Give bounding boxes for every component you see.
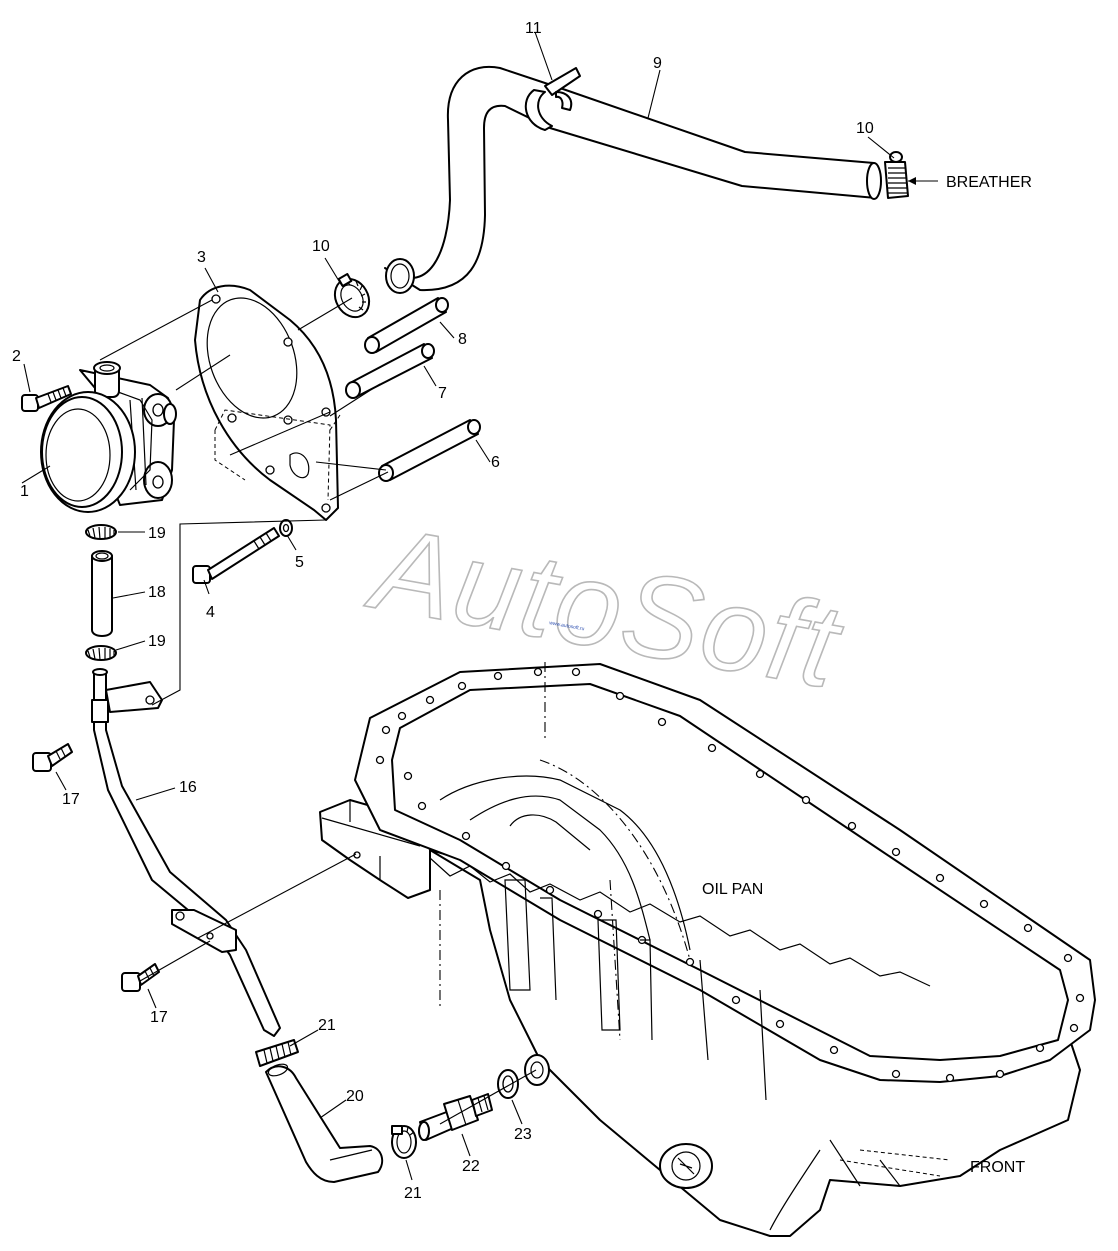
leader-lines [21, 31, 938, 1181]
clamp-19-upper [85, 524, 117, 540]
callout-21-lower: 21 [404, 1185, 422, 1202]
tube-6 [378, 419, 481, 482]
callout-numbers: 1 2 3 4 5 6 7 8 9 10 10 11 16 17 17 18 1… [12, 20, 874, 1202]
bolt-17-lower [121, 963, 160, 992]
clamp-19-lower [85, 645, 117, 661]
callout-8: 8 [458, 331, 467, 348]
callout-20: 20 [346, 1088, 364, 1105]
bolt-17-upper [32, 743, 73, 772]
fitting-22 [418, 1093, 493, 1141]
callout-19-upper: 19 [148, 525, 166, 542]
callout-23: 23 [514, 1126, 532, 1143]
clamp-21-upper [255, 1039, 299, 1067]
clamp-21-lower [391, 1125, 417, 1159]
gasket [194, 284, 341, 521]
hose-20 [265, 1063, 384, 1183]
callout-1: 1 [20, 483, 29, 500]
callout-18: 18 [148, 584, 166, 601]
callout-21-upper: 21 [318, 1017, 336, 1034]
oil-pan [319, 662, 1096, 1237]
washer-5 [279, 519, 293, 537]
bolt-2 [21, 385, 72, 412]
breather-hose [384, 65, 882, 294]
callout-17-upper: 17 [62, 791, 80, 808]
callout-9: 9 [653, 55, 662, 72]
oil-pan-caption: OIL PAN [702, 881, 763, 898]
oil-return-pipe [91, 668, 281, 1037]
callout-10-left: 10 [312, 238, 330, 255]
washer-23 [497, 1069, 519, 1099]
front-caption: FRONT [970, 1159, 1025, 1176]
callout-7: 7 [438, 385, 447, 402]
callout-6: 6 [491, 454, 500, 471]
callout-19-lower: 19 [148, 633, 166, 650]
breather-caption: BREATHER [946, 174, 1032, 191]
callout-4: 4 [206, 604, 215, 621]
callout-3: 3 [197, 249, 206, 266]
callout-10-right: 10 [856, 120, 874, 137]
captions: BREATHER OIL PAN FRONT [702, 174, 1032, 1176]
tube-8 [364, 297, 449, 354]
tube-7 [345, 343, 435, 399]
callout-11: 11 [525, 20, 542, 37]
vacuum-pump [40, 361, 177, 513]
callout-22: 22 [462, 1158, 480, 1175]
flange-bolt-holes [375, 667, 1085, 1083]
callout-2: 2 [12, 348, 21, 365]
callout-5: 5 [295, 554, 304, 571]
hose-clamp-10-breather [884, 151, 909, 199]
bolt-4 [192, 527, 280, 584]
hose-18 [91, 550, 113, 637]
callout-16: 16 [179, 779, 197, 796]
callout-17-lower: 17 [150, 1009, 168, 1026]
hose-clamp-11 [524, 67, 581, 131]
